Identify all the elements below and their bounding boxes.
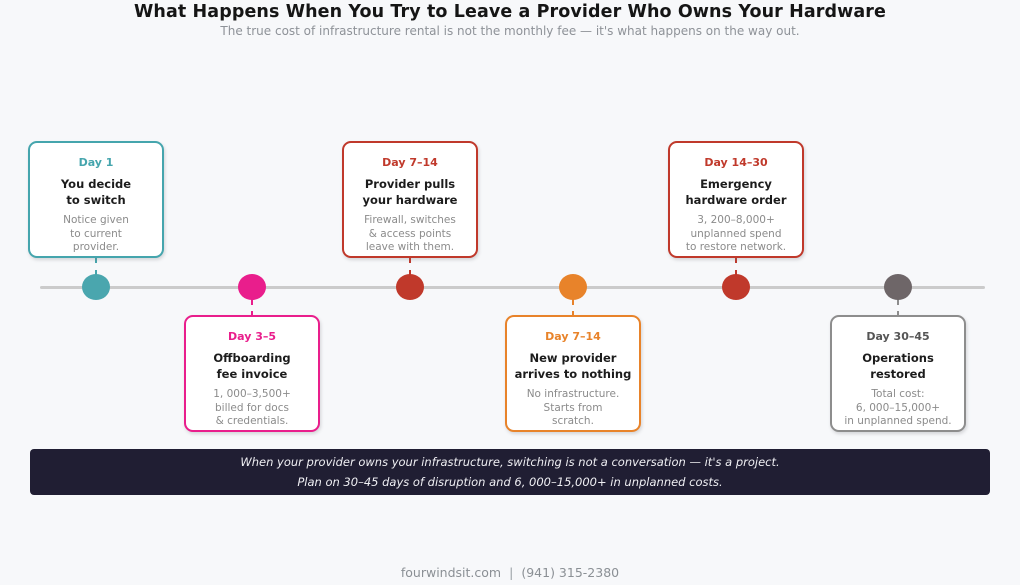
timeline-card-day-14-30: Day 14–30 Emergency hardware order 3, 20… (668, 141, 804, 258)
timeline-marker-dot (238, 274, 266, 300)
card-description-line: provider. (72, 241, 120, 253)
timeline-connector-line (409, 257, 411, 276)
timeline-marker-dot (884, 274, 912, 300)
summary-line-2: Plan on 30–45 days of disruption and 6, … (297, 474, 723, 489)
timeline-marker-dot (722, 274, 750, 300)
timeline-connector-line (735, 257, 737, 276)
card-description-line: 3, 200–8,000+ (697, 214, 775, 226)
card-heading: Provider pulls your hardware (363, 176, 458, 208)
card-description-line: Firewall, switches (364, 214, 456, 226)
card-heading-line: fee invoice (216, 367, 288, 381)
infographic-subtitle: The true cost of infrastructure rental i… (220, 24, 800, 38)
timeline-axis (40, 286, 985, 289)
card-description-line: leave with them. (365, 241, 455, 253)
card-description-line: scratch. (552, 415, 594, 427)
footer-phone: (941) 315-2380 (521, 565, 620, 580)
card-description-line: & credentials. (215, 415, 289, 427)
footer: fourwindsit.com | (941) 315-2380 (0, 565, 1020, 580)
card-description: Notice given to current provider. (63, 214, 129, 255)
card-description-line: to restore network. (685, 241, 787, 253)
card-heading-line: arrives to nothing (514, 367, 632, 381)
card-heading: Offboarding fee invoice (213, 350, 290, 382)
timeline-marker-dot (82, 274, 110, 300)
card-day-range: Day 1 (78, 156, 114, 169)
card-day-range: Day 3–5 (227, 330, 277, 343)
timeline-card-day-30-45: Day 30–45 Operations restored Total cost… (830, 315, 966, 432)
card-description-line: billed for docs (214, 401, 289, 414)
card-description: Firewall, switches & access points leave… (364, 214, 456, 255)
footer-separator: | (509, 565, 514, 580)
card-description-line: in unplanned spend. (844, 415, 952, 427)
card-description-line: 1, 000–3,500+ (213, 388, 291, 400)
card-heading-line: restored (870, 367, 926, 381)
card-description: No infrastructure. Starts from scratch. (527, 388, 620, 429)
card-heading-line: You decide (60, 177, 132, 191)
card-heading-line: to switch (66, 193, 126, 207)
card-description-line: & access points (368, 227, 452, 240)
card-heading-line: Provider pulls (364, 177, 456, 191)
card-day-range: Day 7–14 (545, 330, 601, 343)
card-description: 3, 200–8,000+ unplanned spend to restore… (686, 214, 786, 255)
card-heading: New provider arrives to nothing (515, 350, 632, 382)
timeline-marker-dot (396, 274, 424, 300)
card-heading-line: your hardware (362, 193, 458, 207)
timeline-marker-dot (559, 274, 587, 300)
timeline-card-day-7-14-new-provider: Day 7–14 New provider arrives to nothing… (505, 315, 641, 432)
card-day-range: Day 14–30 (704, 156, 768, 169)
card-description: Total cost: 6, 000–15,000+ in unplanned … (844, 388, 951, 429)
timeline-connector-line (897, 299, 899, 317)
footer-website: fourwindsit.com (400, 565, 502, 580)
card-description-line: 6, 000–15,000+ (855, 401, 941, 414)
card-heading-line: Emergency (700, 177, 772, 191)
card-description-line: No infrastructure. (526, 388, 620, 400)
card-heading-line: Offboarding (213, 351, 291, 365)
card-day-range: Day 30–45 (866, 330, 930, 343)
card-description-line: Total cost: (871, 388, 925, 400)
card-description: 1, 000–3,500+ billed for docs & credenti… (213, 388, 291, 429)
card-heading-line: hardware order (685, 193, 787, 207)
card-description-line: to current (70, 227, 122, 240)
card-description-line: Starts from (543, 401, 603, 414)
card-heading-line: Operations (862, 351, 934, 365)
timeline-connector-line (251, 299, 253, 317)
card-heading: Emergency hardware order (686, 176, 787, 208)
timeline-card-day-1: Day 1 You decide to switch Notice given … (28, 141, 164, 258)
summary-line-1: When your provider owns your infrastruct… (240, 454, 780, 469)
card-day-range: Day 7–14 (382, 156, 438, 169)
summary-banner: When your provider owns your infrastruct… (30, 449, 990, 495)
card-description-line: Notice given (63, 214, 129, 226)
card-heading: Operations restored (862, 350, 934, 382)
timeline-connector-line (572, 299, 574, 317)
timeline-card-day-3-5: Day 3–5 Offboarding fee invoice 1, 000–3… (184, 315, 320, 432)
infographic-title: What Happens When You Try to Leave a Pro… (134, 2, 886, 22)
timeline-card-day-7-14-provider: Day 7–14 Provider pulls your hardware Fi… (342, 141, 478, 258)
card-heading-line: New provider (529, 351, 617, 365)
card-description-line: unplanned spend (690, 227, 782, 240)
card-heading: You decide to switch (61, 176, 131, 208)
timeline-connector-line (95, 257, 97, 276)
